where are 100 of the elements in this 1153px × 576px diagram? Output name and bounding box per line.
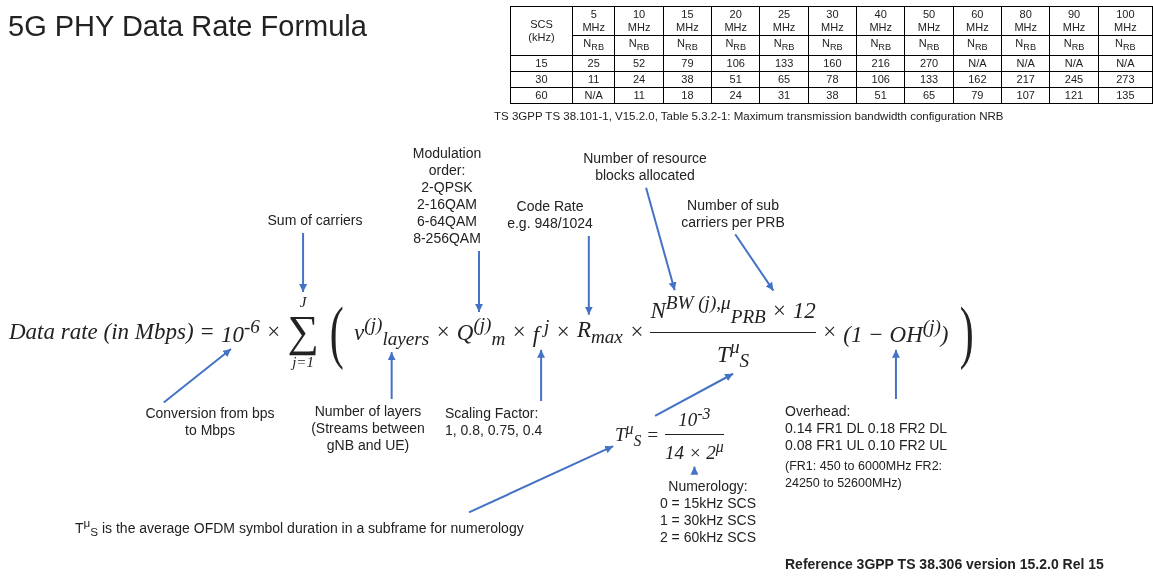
arrow xyxy=(734,233,775,292)
table-cell: 10 MHz xyxy=(614,6,664,36)
annotation-text: Conversion from bps to Mbps xyxy=(145,405,275,439)
table-cell: N$_{RB}$ xyxy=(1049,35,1099,56)
table-cell: 217 xyxy=(1001,71,1050,88)
table-cell: 216 xyxy=(856,55,905,72)
table-cell: 65 xyxy=(759,71,809,88)
formula-term: T$^{μ}$$_{S}$ = xyxy=(615,419,660,450)
table-cell: 106 xyxy=(711,55,760,72)
table-cell: N$_{RB}$ xyxy=(759,35,809,56)
annotation-heading: Scaling Factor: xyxy=(445,405,540,422)
annotation-text: 1, 0.8, 0.75, 0.4 xyxy=(445,422,544,439)
table-cell: 90 MHz xyxy=(1049,6,1099,36)
summation-sign: ∑ xyxy=(287,310,319,354)
formula-term: 14 × 2$^{μ}$ xyxy=(665,438,724,465)
table-cell: N$_{RB}$ xyxy=(711,35,760,56)
table-cell: N$_{RB}$ xyxy=(614,35,664,56)
formula-symbol: Data rate (in Mbps) = xyxy=(9,319,215,345)
table-cell: 11 xyxy=(614,87,664,104)
formula-symbol: × xyxy=(511,319,527,345)
arrow xyxy=(475,250,483,313)
arrow xyxy=(387,351,396,400)
table-cell: N$_{RB}$ xyxy=(663,35,712,56)
formula-symbol: × xyxy=(628,319,645,345)
table-cell: N/A xyxy=(1001,55,1050,72)
table-cell: 51 xyxy=(856,87,905,104)
formula-symbol: 10$^{-3}$ xyxy=(678,405,711,432)
table-cell: 162 xyxy=(953,71,1002,88)
table-cell: 18 xyxy=(663,87,712,104)
table-cell: 270 xyxy=(904,55,954,72)
formula-symbol: × xyxy=(265,319,282,345)
table-cell: 78 xyxy=(808,71,857,88)
formula-term: N$^{BW (j),μ}$$_{PRB}$ × 12 xyxy=(650,292,816,329)
table-cell: 51 xyxy=(711,71,760,88)
table-cell: 107 xyxy=(1001,87,1050,104)
table-cell: 80 MHz xyxy=(1001,6,1050,36)
arrow xyxy=(584,235,593,316)
annotation-text: (FR1: 450 to 6000MHz FR2: 24250 to 52600MHz) xyxy=(785,458,944,492)
arrow xyxy=(162,348,232,404)
annotation-text: (Streams between gNB and UE) xyxy=(310,420,426,454)
table-cell: 15 xyxy=(510,55,573,72)
table-cell: N$_{RB}$ xyxy=(1098,35,1153,56)
table-cell: 40 MHz xyxy=(856,6,905,36)
title: 5G PHY Data Rate Formula xyxy=(8,10,367,43)
table-cell: 30 MHz xyxy=(808,6,857,36)
table-cell: 38 xyxy=(808,87,857,104)
table-cell: 5 MHz xyxy=(572,6,615,36)
annotation-heading: Modulation order: xyxy=(411,145,483,179)
table-cell: N/A xyxy=(1049,55,1099,72)
table-cell: 52 xyxy=(614,55,664,72)
annotation-text: e.g. 948/1024 xyxy=(507,215,593,232)
table-cell: 121 xyxy=(1049,87,1099,104)
table-cell: 79 xyxy=(663,55,712,72)
table-cell: 133 xyxy=(904,71,954,88)
table-cell: 31 xyxy=(759,87,809,104)
annotation-text: 0 = 15kHz SCS 1 = 30kHz SCS 2 = 60kHz SCS xyxy=(658,495,758,546)
arrow xyxy=(299,232,308,293)
table-cell: 273 xyxy=(1098,71,1153,88)
table-cell: 15 MHz xyxy=(663,6,712,36)
formula-term: 10$^{-6}$ xyxy=(220,316,260,348)
table-cell: N/A xyxy=(1098,55,1153,72)
annotation-text: Number of sub carriers per PRB xyxy=(668,197,798,231)
annotation-text: 0.14 FR1 DL 0.18 FR2 DL 0.08 FR1 UL 0.10 FR2 UL xyxy=(785,420,949,454)
reference-note: Reference 3GPP TS 38.306 version 15.2.0 Rel 15 xyxy=(785,556,1104,572)
table-cell: 25 MHz xyxy=(759,6,809,36)
annotation-text: Number of resource blocks allocated xyxy=(570,150,720,184)
arrow xyxy=(468,445,615,514)
table-cell: 133 xyxy=(759,55,809,72)
arrow xyxy=(690,465,699,475)
table-cell: 60 MHz xyxy=(953,6,1002,36)
annotation-text: Sum of carriers xyxy=(267,212,363,229)
table-cell: 60 xyxy=(510,87,573,104)
table-cell: 30 xyxy=(510,71,573,88)
annotation-text: 2-QPSK 2-16QAM 6-64QAM 8-256QAM xyxy=(412,179,482,247)
table-cell: 79 xyxy=(953,87,1002,104)
formula-symbol: × xyxy=(821,319,838,345)
table-cell: 160 xyxy=(808,55,857,72)
upper-limit: J xyxy=(299,294,307,310)
annotation-heading: Code Rate xyxy=(515,198,585,215)
table-cell: 38 xyxy=(663,71,712,88)
annotation-text: T$^{μ}$$_{S}$ is the average OFDM symbol duration in a subframe for numerology xyxy=(75,514,524,541)
table-cell: 100 MHz xyxy=(1098,6,1153,36)
table-cell: N$_{RB}$ xyxy=(572,35,615,56)
table-cell: 106 xyxy=(856,71,905,88)
annotation-heading: Numerology: xyxy=(667,478,749,495)
table-cell: 24 xyxy=(711,87,760,104)
table-cell: 245 xyxy=(1049,71,1099,88)
formula-term: (1 − OH$^{(j)}$) xyxy=(843,316,949,348)
arrow xyxy=(891,348,900,400)
table-cell: SCS (kHz) xyxy=(510,6,573,56)
arrow xyxy=(645,186,677,292)
table-cell: 65 xyxy=(904,87,954,104)
arrow xyxy=(537,348,546,402)
table-cell: N/A xyxy=(572,87,615,104)
table-cell: 20 MHz xyxy=(711,6,760,36)
formula-symbol: × xyxy=(555,319,571,345)
table-cell: N$_{RB}$ xyxy=(808,35,857,56)
table-cell: N/A xyxy=(953,55,1002,72)
table-cell: N$_{RB}$ xyxy=(856,35,905,56)
table-cell: 50 MHz xyxy=(904,6,954,36)
